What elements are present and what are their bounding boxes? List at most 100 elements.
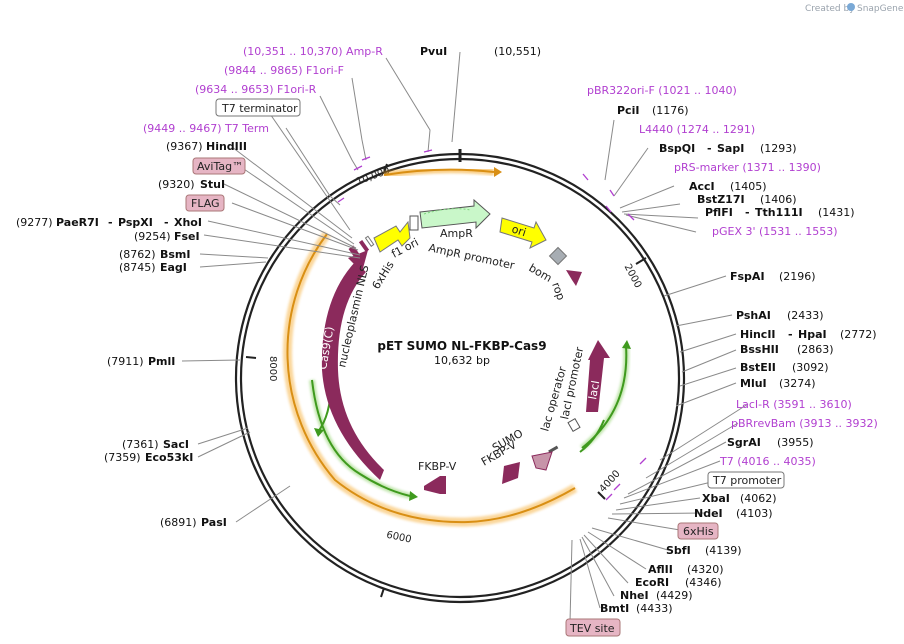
site-mlui-pos: (3274) [779,377,816,390]
site-eagi-name: EagI [160,261,187,274]
lac-operator-mark [548,445,559,454]
tick-6000 [380,587,385,598]
ampr-promoter-mark [409,215,419,231]
cas9-feature-arrow [321,262,384,480]
site-sgrai-pos: (3955) [777,436,814,449]
primer-pbrrevbam: pBRrevBam (3913 .. 3932) [731,417,878,430]
site-bsshii-name: BssHII [740,343,779,356]
f1-ori-feature-arrow [373,220,411,253]
site-bspqi-name: BspQI [659,142,695,155]
t7-promoter-label: T7 promoter [712,474,782,487]
site-hincii-name: HincII [740,328,776,341]
svg-text:-: - [164,216,169,229]
site-pasi-name: PasI [201,516,227,529]
site-pasi-pos: (6891) [160,516,197,529]
his-feature-mark [358,239,370,253]
site-bsteii-pos: (3092) [792,361,829,374]
laci-feature-arrow [586,340,610,412]
site-pmli-name: PmlI [148,355,175,368]
site-sgrai-name: SgrAI [727,436,761,449]
site-bsmi-name: BsmI [160,248,191,261]
cas9-arrowhead-icon [348,250,368,272]
primer-t7-term: (9449 .. 9467) T7 Term [143,122,269,135]
bom-feature-mark [548,246,568,266]
site-pflfi-name: PflFI [705,206,733,219]
laci-green-arrow-2 [579,419,605,453]
site-eco53ki-pos: (7359) [104,451,141,464]
credit-text: Created by [805,4,855,14]
t7-terminator-label: T7 terminator [221,102,298,115]
6xhis-tag-label: 6xHis [683,525,714,538]
site-hpai-name: HpaI [798,328,827,341]
site-bmti-pos: (4433) [636,602,673,615]
site-bstz17i-pos: (1406) [760,193,797,206]
site-pflfi-pos: (1431) [818,206,855,219]
tick-4000 [597,491,606,500]
site-sbfi-name: SbfI [666,544,691,557]
tick-2000 [635,257,647,265]
site-fsei-name: FseI [174,230,200,243]
feature-bom: bom [527,261,555,284]
site-saci-name: SacI [163,438,189,451]
feature-rop: rop [549,281,567,302]
fkbp-green-arrowhead-2-icon [314,428,324,437]
site-bsmi-pos: (8762) [119,248,156,261]
ampr-inner-line [423,208,471,215]
orf-top-arrowhead-icon [494,167,502,177]
site-hindiii-pos: (9367) [166,140,203,153]
fkbp-green-arrow [311,379,411,497]
site-eagi-pos: (8745) [119,261,156,274]
site-stui-name: StuI [200,178,225,191]
site-paer7i-pos: (9277) [16,216,53,229]
plasmid-name: pET SUMO NL-FKBP-Cas9 [377,339,546,353]
site-aflii-name: AflII [648,563,673,576]
site-aflii-pos: (4320) [687,563,724,576]
site-acci-name: AccI [689,180,715,193]
site-pshai-pos: (2433) [787,309,824,322]
site-fspai-name: FspAI [730,270,765,283]
site-ecori-name: EcoRI [635,576,669,589]
site-paer7i-name: PaeR7I [56,216,99,229]
snapgene-logo-icon [847,3,855,11]
avitag-label: AviTag™ [197,160,243,173]
site-pspxi-name: PspXI [118,216,153,229]
site-pcii-name: PciI [617,104,639,117]
site-mlui-name: MluI [740,377,767,390]
site-saci-pos: (7361) [122,438,159,451]
site-bmti-name: BmtI [600,602,629,615]
site-bsteii-name: BstEII [740,361,776,374]
t7-promoter-box [707,471,785,489]
feature-laci: lacI [586,379,602,400]
tick-label-2000: 2000 [622,262,644,290]
rop-feature-arrow [566,270,582,286]
site-pvui-name: PvuI [420,45,447,58]
svg-text:-: - [745,206,750,219]
orf-top-arrow [383,168,495,176]
primer-l4440: L4440 (1274 .. 1291) [639,123,755,136]
site-sapi-name: SapI [717,142,744,155]
site-fsei-pos: (9254) [134,230,171,243]
tick-label-6000: 6000 [385,530,412,546]
site-tth111i-name: Tth111I [755,206,803,219]
fkbp-v-small-arrow [502,462,520,484]
avitag-box [192,157,246,175]
small-feature-mark [364,235,375,247]
feature-ampr: AmpR [440,227,473,240]
plasmid-length: 10,632 bp [434,354,490,367]
site-bstz17i-name: BstZ17I [697,193,745,206]
6xhis-box [677,522,719,540]
sumo-feature-arrow [531,451,553,471]
site-ecori-pos: (4346) [685,576,722,589]
backbone-inner [239,157,681,599]
site-acci-pos: (1405) [730,180,767,193]
svg-text:-: - [788,328,793,341]
site-xbai-name: XbaI [702,492,730,505]
primer-laci-r: LacI-R (3591 .. 3610) [736,398,852,411]
tick-label-4000: 4000 [597,468,622,494]
site-sbfi-pos: (4139) [705,544,742,557]
tick-label-8000: 8000 [267,356,278,381]
site-fspai-pos: (2196) [779,270,816,283]
feature-fkbp-v: FKBP-V [418,460,457,473]
site-pcii-pos: (1176) [652,104,689,117]
